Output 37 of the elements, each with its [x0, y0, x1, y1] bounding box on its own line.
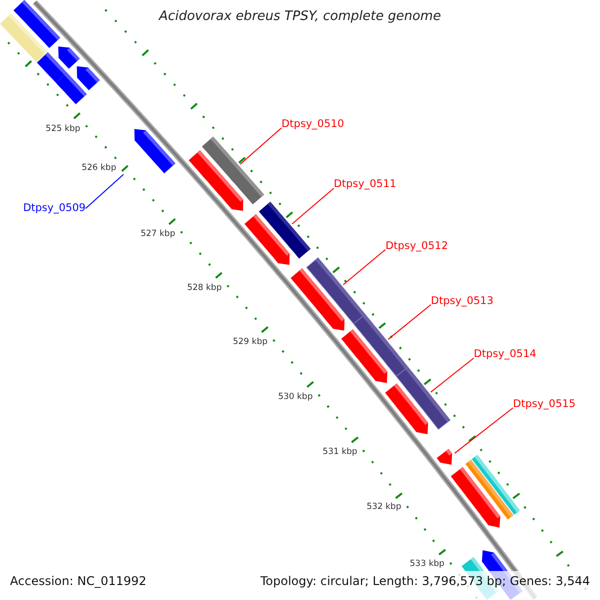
leader-line — [454, 407, 514, 454]
gene-feature — [385, 383, 428, 434]
gene-label: Dtpsy_0512 — [386, 240, 448, 252]
leader-line — [240, 127, 282, 165]
leader-line — [85, 174, 124, 209]
accession-text: Accession: NC_011992 — [10, 574, 146, 588]
map-title: Acidovorax ebreus TPSY, complete genome — [159, 9, 441, 25]
gene-feature — [244, 214, 290, 265]
gene-feature — [76, 66, 100, 90]
tick-label: 525 kbp — [46, 124, 80, 134]
gene-label: Dtpsy_0513 — [430, 294, 494, 308]
tick-label: 528 kbp — [187, 282, 222, 293]
gene-feature — [58, 46, 80, 69]
gene-label: Dtpsy_0511 — [334, 178, 396, 191]
tick-label: 532 kbp — [366, 502, 402, 512]
tick-label: 527 kbp — [140, 229, 176, 240]
tick-label: 529 kbp — [232, 336, 268, 347]
gene-label: Dtpsy_0515 — [513, 398, 576, 410]
leader-line — [388, 304, 432, 340]
gene-feature — [290, 268, 344, 331]
gene-feature — [436, 448, 452, 465]
leader-line — [292, 188, 334, 224]
leader-line — [342, 249, 386, 286]
gene-feature — [472, 454, 520, 515]
gene-feature — [134, 129, 176, 174]
tick-label: 531 kbp — [322, 446, 358, 457]
gene-feature — [14, 0, 60, 48]
genome-summary-text: Topology: circular; Length: 3,796,573 bp; Genes: 3,544 — [260, 574, 590, 588]
tick-label: 533 kbp — [410, 558, 444, 569]
gene-feature — [341, 329, 388, 383]
gene-label: Dtpsy_0514 — [474, 348, 536, 361]
leader-line — [430, 358, 474, 393]
gene-feature — [188, 150, 244, 211]
tick-label: 526 kbp — [82, 162, 116, 173]
tick-label: 530 kbp — [278, 391, 313, 402]
gene-label: Dtpsy_0509 — [23, 202, 86, 214]
gene-label: Dtpsy_0510 — [282, 118, 344, 130]
